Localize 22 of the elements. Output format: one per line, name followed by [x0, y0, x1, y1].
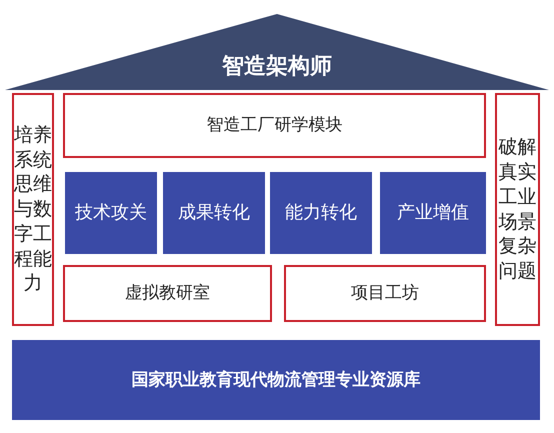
label-text: 产业增值	[397, 202, 469, 224]
module-box	[380, 172, 486, 254]
label-text: 技术攻关	[75, 202, 147, 224]
module-box	[270, 172, 372, 254]
label-text: 智造架构师	[222, 54, 332, 80]
module-box	[63, 265, 272, 322]
label-text: 项目工坊	[351, 283, 419, 304]
module-box	[63, 93, 486, 158]
label-text: 虚拟教研室	[125, 283, 210, 304]
module-box	[163, 172, 265, 254]
module-box	[65, 172, 157, 254]
side-panel	[12, 93, 54, 326]
side-panel	[495, 93, 540, 326]
label-text: 智造工厂研学模块	[206, 115, 342, 136]
label-text: 能力转化	[285, 202, 357, 224]
module-box	[284, 265, 486, 322]
roof-shape	[5, 14, 549, 90]
label-text: 破解真实工业场景复杂问题	[498, 135, 536, 284]
foundation-bar	[12, 340, 540, 420]
label-text: 国家职业教育现代物流管理专业资源库	[132, 370, 420, 390]
label-text: 培养系统思维与数字工程能力	[14, 123, 52, 296]
label-text: 成果转化	[178, 202, 250, 224]
